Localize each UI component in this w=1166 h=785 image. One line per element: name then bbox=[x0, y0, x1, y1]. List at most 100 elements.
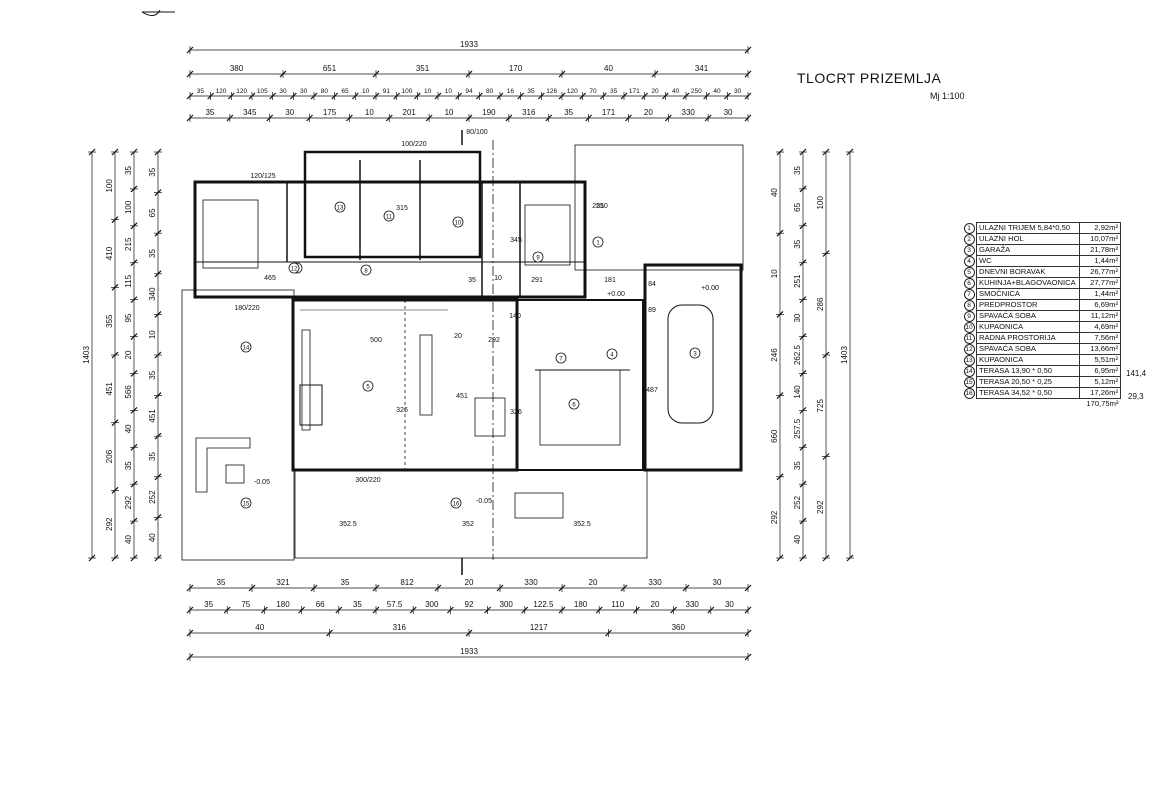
plan-annotation: 140 bbox=[509, 313, 521, 320]
dimension-label: 292 bbox=[770, 510, 779, 524]
dimension-label: 35 bbox=[217, 578, 226, 587]
room-number: 3 bbox=[693, 351, 697, 357]
legend-room-number: 7 bbox=[963, 288, 975, 300]
terrace-14-outline bbox=[181, 289, 295, 561]
room-number: 15 bbox=[243, 501, 250, 507]
legend-side-total-b: 29,3 bbox=[1128, 392, 1144, 401]
dimension-lines bbox=[88, 46, 854, 661]
dimension-label: 40 bbox=[255, 623, 264, 632]
dimension-label: 170 bbox=[509, 64, 523, 73]
dimension-label: 40 bbox=[124, 535, 133, 544]
plan-annotation: 315 bbox=[396, 205, 408, 212]
legend-room-number: 6 bbox=[963, 277, 975, 289]
legend-room-area: 5,12m² bbox=[1079, 376, 1121, 388]
dimension-label: 250 bbox=[691, 88, 702, 95]
legend-room-area: 17,26m² bbox=[1079, 387, 1121, 399]
plan-annotation: 300/220 bbox=[355, 477, 380, 484]
dimension-label: 35 bbox=[527, 88, 535, 95]
room-number: 7 bbox=[559, 356, 563, 362]
dimension-label: 201 bbox=[403, 108, 417, 117]
dimension-label: 35 bbox=[564, 108, 573, 117]
dimension-label: 330 bbox=[524, 578, 538, 587]
legend-room-name: ULAZNI TRIJEM 5,84*0,50 bbox=[976, 222, 1080, 234]
dimension-label: 20 bbox=[651, 600, 660, 609]
legend-room-name: ULAZNI HOL bbox=[976, 233, 1080, 245]
dimension-label: 10 bbox=[148, 330, 157, 339]
room-number-markers: 12345678910111213141516 bbox=[240, 201, 701, 509]
dimension-label: 30 bbox=[300, 88, 308, 95]
dimension-label: 292 bbox=[816, 500, 825, 514]
dimension-label: 286 bbox=[816, 297, 825, 311]
bed-9 bbox=[524, 204, 571, 266]
dimension-label: 252 bbox=[793, 495, 802, 509]
plan-annotation: 326 bbox=[396, 407, 408, 414]
dimension-label: 257.5 bbox=[793, 418, 802, 439]
room-marker-circle bbox=[606, 348, 618, 360]
dimension-label: 30 bbox=[279, 88, 287, 95]
dimension-label: 1403 bbox=[82, 346, 91, 364]
dimension-label: 20 bbox=[651, 88, 659, 95]
dimension-label: 20 bbox=[124, 350, 133, 359]
dimension-label: 40 bbox=[713, 88, 721, 95]
room-marker-circle bbox=[383, 210, 395, 222]
dimension-label: 252 bbox=[148, 490, 157, 504]
legend-room-number: 1 bbox=[963, 222, 975, 234]
room-marker-circle bbox=[592, 236, 604, 248]
dimension-label: 35 bbox=[148, 249, 157, 258]
dimension-label: 35 bbox=[793, 239, 802, 248]
legend-room-name: KUHINJA+BLAGOVAONICA bbox=[976, 277, 1080, 289]
dimension-label: 20 bbox=[644, 108, 653, 117]
dimension-label: 171 bbox=[629, 88, 640, 95]
room-marker-circle bbox=[288, 262, 300, 274]
dimension-label: 355 bbox=[105, 314, 114, 328]
legend-room-area: 4,69m² bbox=[1079, 321, 1121, 333]
plan-annotation: 487 bbox=[646, 387, 658, 394]
room-number: 12 bbox=[291, 266, 298, 272]
room-marker-circle bbox=[360, 264, 372, 276]
dimension-label: 410 bbox=[105, 246, 114, 260]
room-number: 13 bbox=[337, 205, 344, 211]
room-marker-circle bbox=[568, 398, 580, 410]
dimension-label: 35 bbox=[205, 108, 214, 117]
dimension-label: 190 bbox=[482, 108, 496, 117]
dimension-label: 75 bbox=[241, 600, 250, 609]
drawing-scale: Mj 1:100 bbox=[930, 91, 965, 101]
dimension-label: 100 bbox=[105, 179, 114, 193]
car bbox=[667, 304, 714, 424]
plan-annotation: 80/100 bbox=[466, 129, 488, 136]
terrace-16-outline bbox=[294, 469, 648, 559]
dimension-label: 65 bbox=[793, 202, 802, 211]
plan-annotation: 180/220 bbox=[234, 305, 259, 312]
dimension-label: 812 bbox=[400, 578, 414, 587]
dimension-label: 105 bbox=[257, 88, 268, 95]
room-marker-circle bbox=[689, 347, 701, 359]
legend-room-area: 11,12m² bbox=[1079, 310, 1121, 322]
dimension-label: 10 bbox=[365, 108, 374, 117]
dimension-label: 246 bbox=[770, 348, 779, 362]
legend-room-number: 4 bbox=[963, 255, 975, 267]
dimension-label: 110 bbox=[611, 600, 624, 609]
room-marker-circle bbox=[240, 341, 252, 353]
plan-annotation: +0.00 bbox=[701, 285, 719, 292]
legend-room-number: 10 bbox=[963, 321, 975, 333]
plan-annotation: 84 bbox=[648, 281, 656, 288]
dimension-label: 91 bbox=[383, 88, 391, 95]
room-number: 8 bbox=[364, 268, 368, 274]
dimension-label: 292 bbox=[124, 495, 133, 509]
dimension-label: 122.5 bbox=[533, 600, 554, 609]
legend-room-number: 3 bbox=[963, 244, 975, 256]
walls bbox=[141, 9, 744, 575]
dimension-label: 120 bbox=[236, 88, 247, 95]
dimension-label: 30 bbox=[734, 88, 742, 95]
bedroom-wing-wall bbox=[193, 180, 587, 299]
dimension-label: 725 bbox=[816, 399, 825, 413]
legend-room-area: 10,07m² bbox=[1079, 233, 1121, 245]
legend-room-number: 9 bbox=[963, 310, 975, 322]
